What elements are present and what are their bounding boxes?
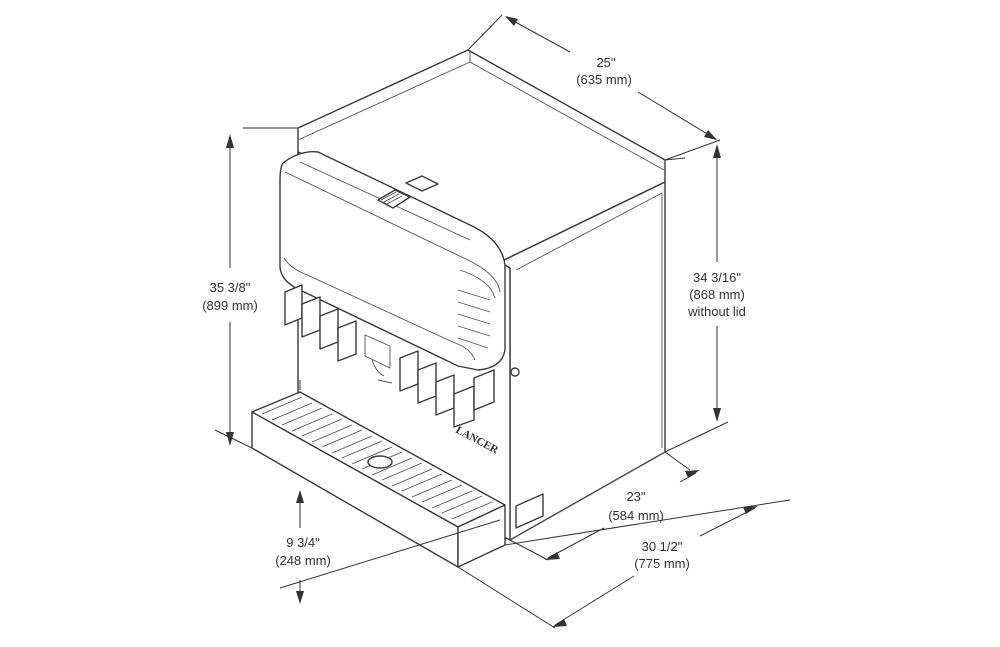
- valve-group-left: [284, 284, 357, 362]
- merchandiser-panel: [279, 151, 506, 371]
- dimension-lines: [214, 14, 791, 629]
- width-top-imperial: 25": [596, 55, 615, 70]
- dispenser-illustration: LANCER: [251, 49, 666, 568]
- height-without-lid-note: without lid: [687, 304, 746, 319]
- depth-cabinet-metric: (584 mm): [608, 508, 664, 523]
- drain-cup: [367, 455, 393, 469]
- nozzle-clearance-metric: (248 mm): [275, 553, 331, 568]
- rating-plate: [515, 493, 544, 529]
- vent-grille: [377, 189, 411, 209]
- valve-group-right: [399, 350, 495, 428]
- dimension-labels: 25" (635 mm) 35 3/8" (899 mm) 34 3/16" (…: [202, 55, 746, 571]
- width-top-metric: (635 mm): [576, 72, 632, 87]
- height-total-imperial: 35 3/8": [210, 280, 251, 295]
- depth-total-imperial: 30 1/2": [642, 539, 683, 554]
- height-without-lid-imperial: 34 3/16": [693, 270, 741, 285]
- lock-icon: [510, 367, 520, 377]
- height-without-lid-metric: (868 mm): [689, 287, 745, 302]
- depth-total-metric: (775 mm): [634, 556, 690, 571]
- height-total-metric: (899 mm): [202, 298, 258, 313]
- depth-cabinet-imperial: 23": [626, 489, 645, 504]
- nozzle-clearance-imperial: 9 3/4": [286, 535, 320, 550]
- drip-tray-grate: [261, 396, 493, 520]
